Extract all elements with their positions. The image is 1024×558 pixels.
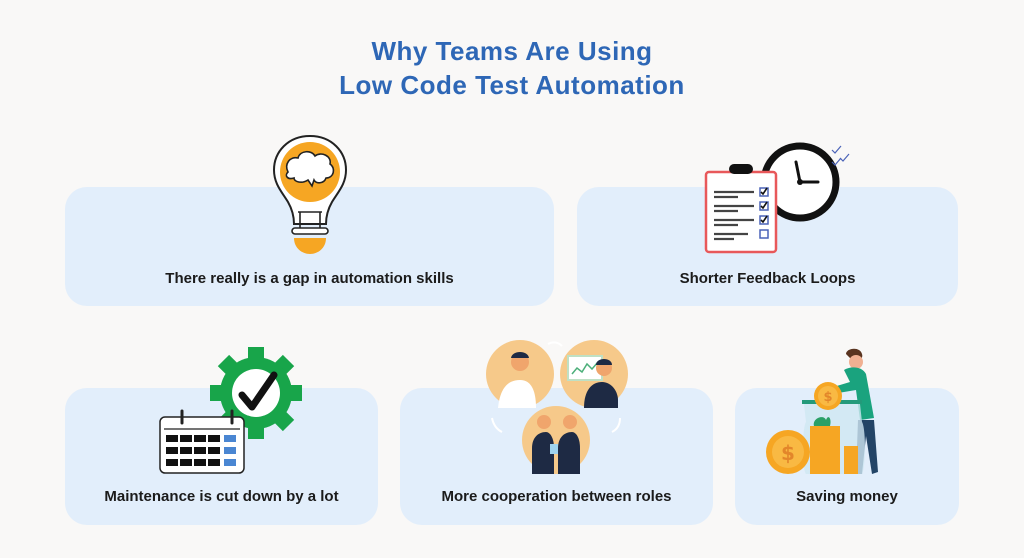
title-line-1: Why Teams Are Using bbox=[371, 36, 653, 66]
money-jar-icon: $ $ bbox=[766, 348, 878, 474]
team-collaboration-icon bbox=[486, 340, 628, 474]
card-label: Maintenance is cut down by a lot bbox=[104, 488, 339, 505]
lightbulb-brain-icon bbox=[272, 134, 348, 254]
card-maintenance-cut: Maintenance is cut down by a lot bbox=[65, 388, 378, 525]
page-title: Why Teams Are Using Low Code Test Automa… bbox=[0, 34, 1024, 102]
card-label: There really is a gap in automation skil… bbox=[165, 270, 454, 287]
card-label: More cooperation between roles bbox=[441, 488, 672, 505]
card-label: Shorter Feedback Loops bbox=[679, 270, 856, 287]
svg-text:$: $ bbox=[781, 441, 795, 465]
title-line-2: Low Code Test Automation bbox=[339, 70, 685, 100]
calendar-gear-check-icon bbox=[159, 347, 302, 474]
card-label: Saving money bbox=[796, 488, 898, 505]
clipboard-clock-icon bbox=[704, 142, 850, 254]
svg-text:$: $ bbox=[823, 390, 832, 405]
